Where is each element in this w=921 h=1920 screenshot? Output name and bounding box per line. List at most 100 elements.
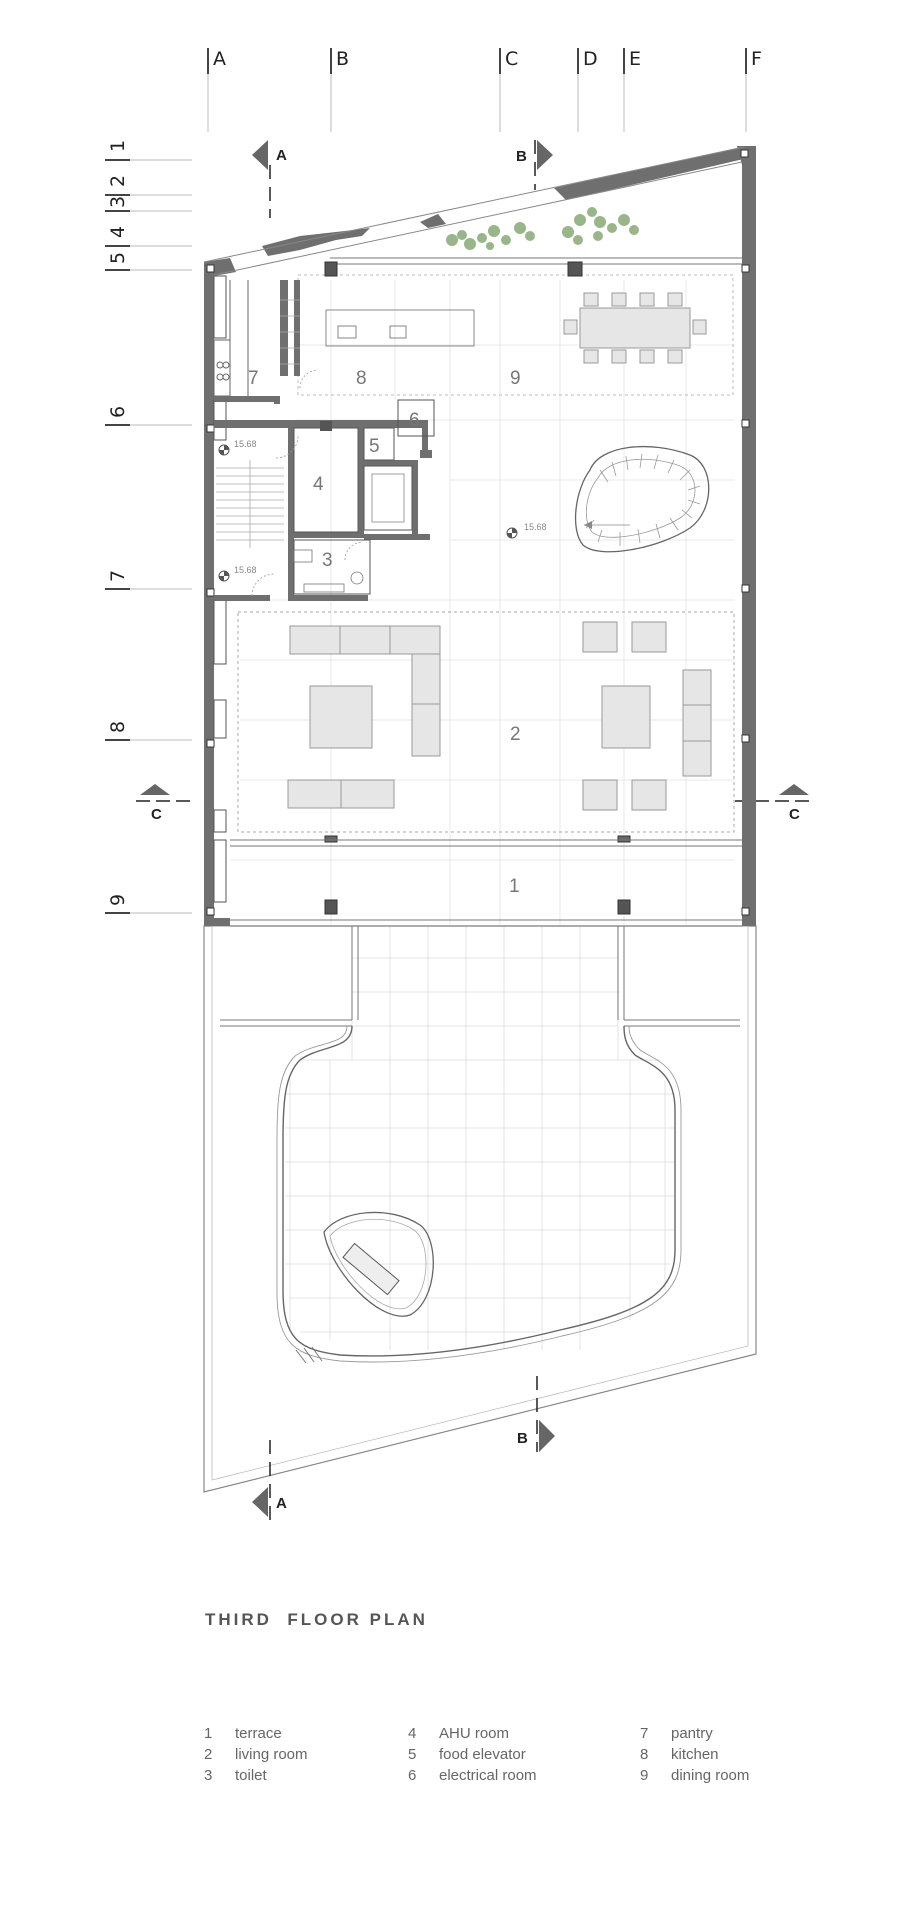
elevation-label: 15.68 <box>234 565 257 575</box>
pool-steps <box>295 1346 323 1364</box>
grid-label-c: C <box>505 48 518 70</box>
kitchen-stair-lines <box>280 299 300 365</box>
elevation-label: 15.68 <box>524 522 547 532</box>
ahu-room-outline <box>293 427 359 533</box>
facade-window-markers <box>206 149 750 916</box>
toilet-counter-icon <box>303 583 345 593</box>
section-marker-c-left <box>136 784 190 802</box>
grid-label-f: F <box>751 48 762 70</box>
lounge-chair-icon <box>342 1242 400 1296</box>
toilet-bowl-icon <box>350 571 364 585</box>
floor-plan-drawing: A B C D E F 1 2 3 4 5 6 7 8 9 <box>105 48 809 1520</box>
grid-column-markers <box>207 48 747 74</box>
room-number-food-elevator: 5 <box>369 436 380 457</box>
core-column <box>320 421 332 431</box>
living-room-armchairs <box>582 621 667 811</box>
core-stair <box>216 460 284 548</box>
section-marker-a-bottom <box>252 1440 271 1520</box>
toilet-basin-icon <box>293 549 313 563</box>
grid-label-a: A <box>213 48 226 70</box>
plant-group-icon <box>446 207 639 250</box>
section-label-a-top: A <box>276 147 287 164</box>
grid-label-4: 4 <box>107 226 129 238</box>
toilet-outline <box>293 539 371 595</box>
door-swings <box>251 369 364 597</box>
terrace-rail <box>230 839 742 927</box>
section-marker-a-top <box>252 140 271 218</box>
grid-label-3: 3 <box>107 196 129 208</box>
section-marker-b-top <box>534 140 553 190</box>
grid-label-8: 8 <box>107 721 129 733</box>
spiral-stair-inner-outline <box>585 458 696 538</box>
spiral-stair-treads <box>585 453 701 546</box>
room-number-toilet: 3 <box>322 550 333 571</box>
round-island-outline <box>323 1211 434 1317</box>
grid-label-7: 7 <box>107 570 129 582</box>
elevation-marker-icon <box>218 570 230 582</box>
elevator-shaft-outline <box>363 465 413 531</box>
food-elevator-outline <box>363 427 395 461</box>
section-marker-b-bottom <box>536 1376 555 1452</box>
lower-terrace-rail-lines <box>220 926 740 1027</box>
kitchen-island <box>325 309 475 347</box>
grid-label-b: B <box>336 48 349 70</box>
spiral-stair-outline <box>574 445 710 553</box>
balcony-rail-top <box>330 257 742 265</box>
facade-fins <box>262 214 446 256</box>
structural-columns <box>324 261 631 915</box>
section-label-c-right: C <box>789 806 800 823</box>
interior-floor-grid <box>230 280 735 925</box>
lower-terrace-inner-outline <box>211 925 749 1481</box>
stair-arrow-icon <box>584 521 592 529</box>
elevation-label: 15.68 <box>234 439 257 449</box>
room-number-ahu-room: 4 <box>313 474 324 495</box>
grid-label-9: 9 <box>107 894 129 906</box>
grid-label-d: D <box>583 48 598 70</box>
exterior-walls <box>204 146 756 926</box>
pool-outer-outline <box>276 1025 682 1363</box>
room-number-kitchen: 8 <box>356 368 367 389</box>
elevator-cab-outline <box>371 473 405 523</box>
grid-label-5: 5 <box>107 252 129 264</box>
grid-row-markers <box>105 159 130 914</box>
section-label-b-top: B <box>516 148 527 165</box>
section-label-a-bottom: A <box>276 1495 287 1512</box>
left-wall-niches <box>213 275 227 903</box>
grid-label-e: E <box>629 48 641 70</box>
elevation-marker-icon <box>506 527 518 539</box>
grid-label-1: 1 <box>107 140 129 152</box>
pool-outline <box>282 1025 676 1357</box>
grid-row-leaders <box>130 159 192 914</box>
sink-icon <box>389 325 407 339</box>
round-island-inner-outline <box>329 1218 427 1310</box>
room-number-terrace: 1 <box>509 876 520 897</box>
coffee-table <box>309 685 373 749</box>
living-room-sofa-right <box>682 669 712 777</box>
electrical-room-outline <box>397 399 435 437</box>
grid-label-2: 2 <box>107 175 129 187</box>
dining-chairs <box>563 292 707 364</box>
room-number-pantry: 7 <box>248 368 259 389</box>
dining-table <box>579 307 691 349</box>
section-label-b-bottom: B <box>517 1430 528 1447</box>
living-room-sofa-bottom <box>287 779 395 809</box>
grid-label-6: 6 <box>107 406 129 418</box>
room-number-dining-room: 9 <box>510 368 521 389</box>
side-coffee-table <box>601 685 651 749</box>
elevation-marker-icon <box>218 444 230 456</box>
facade-guide-lines <box>203 146 745 276</box>
lower-terrace-paving-grid <box>285 926 675 1350</box>
room-number-living-room: 2 <box>510 724 521 745</box>
